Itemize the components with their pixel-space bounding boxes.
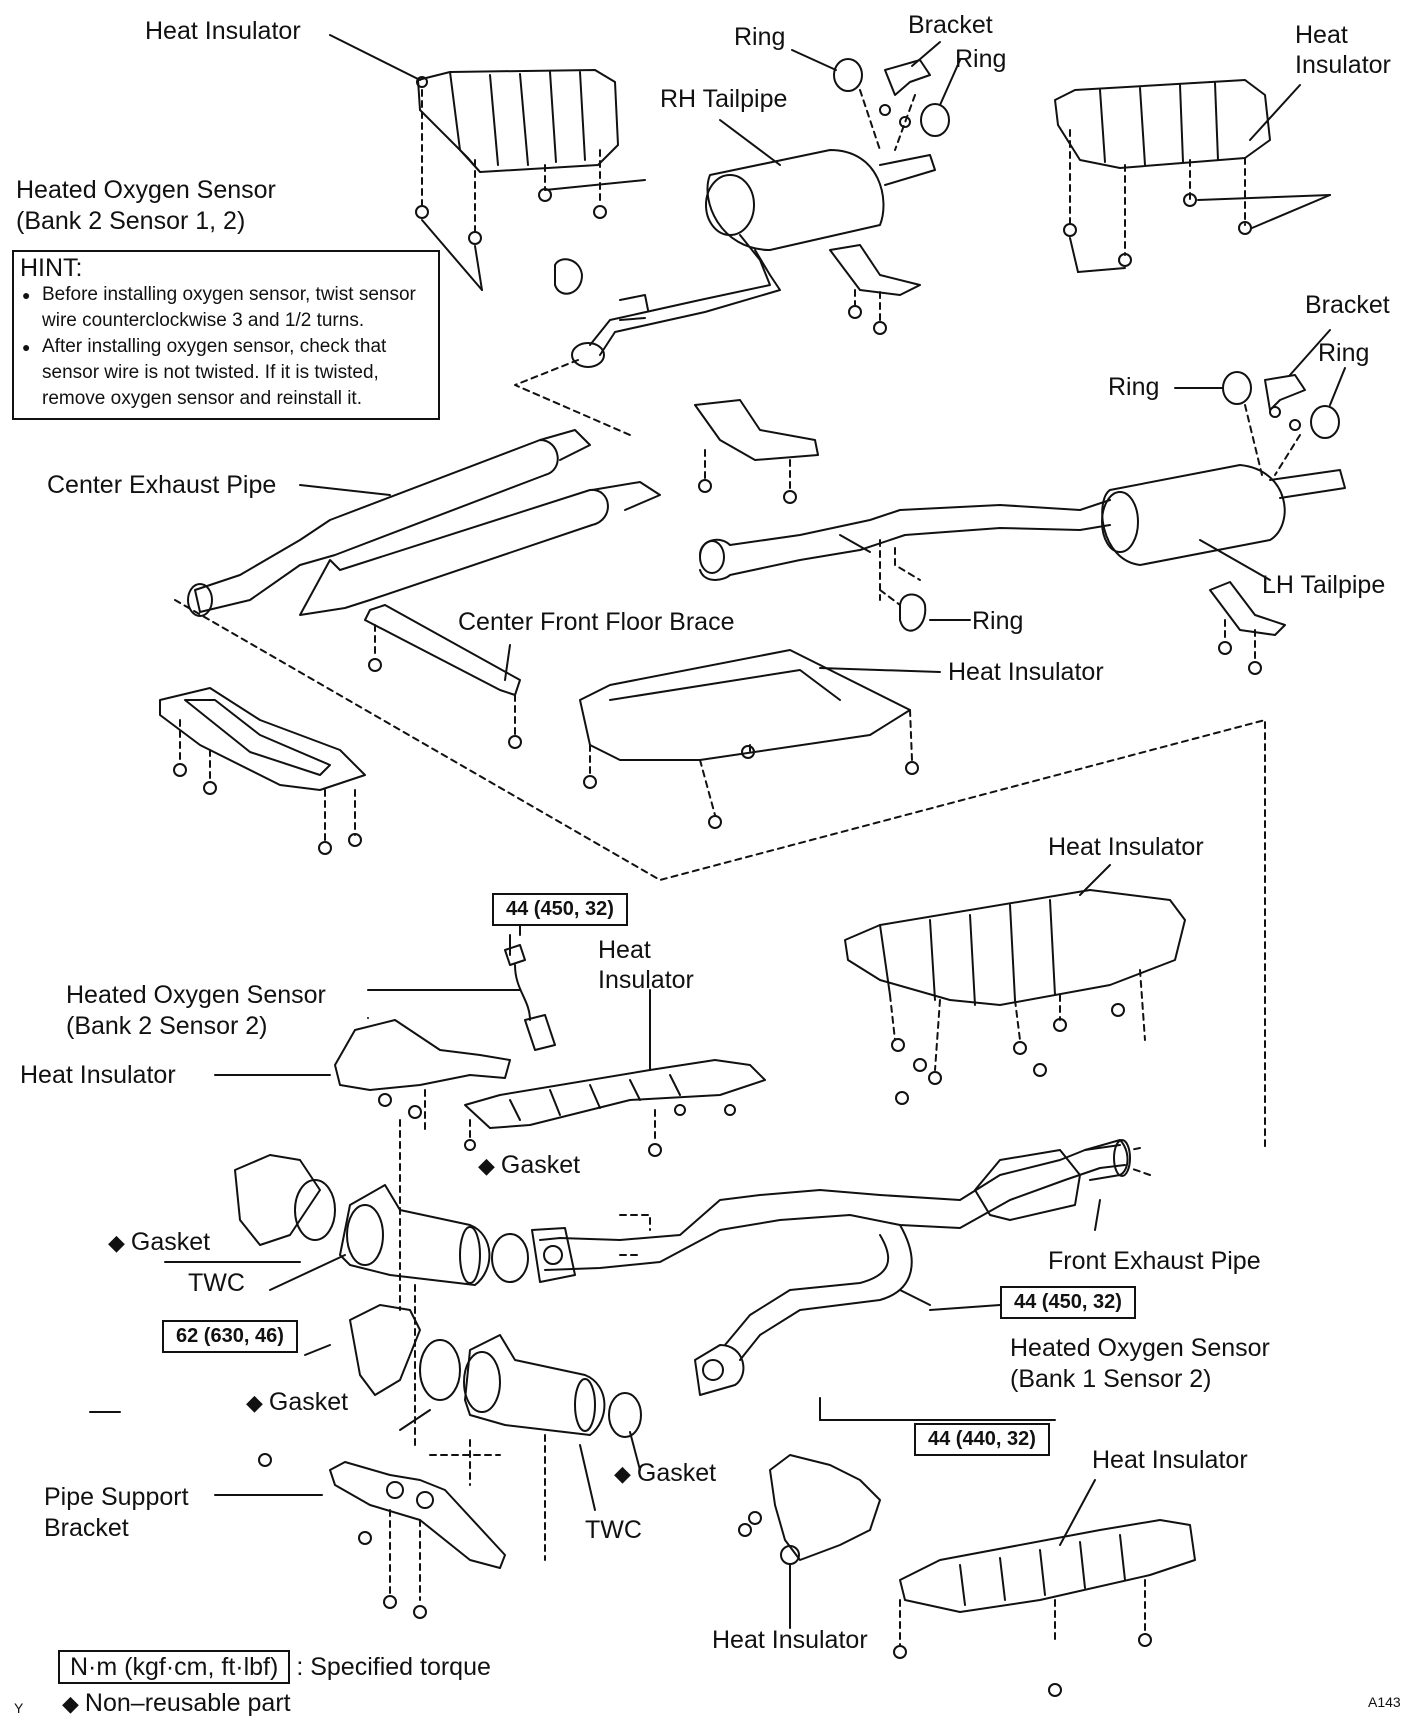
heat-insulator-bottom-part [738,1454,1196,1697]
o2-sensor-bank2-s2-part [367,899,556,1051]
label-ring-mid-left: Ring [1108,373,1160,401]
nonreusable-diamond-icon: ◆ [62,1691,79,1716]
hint-title: HINT: [20,254,83,282]
label-gasket-3: ◆Gasket [246,1387,348,1418]
heat-insulator-left-part [214,1019,511,1131]
lower-left-brace-part [159,687,366,855]
label-heat-top-right-1: Heat [1295,21,1348,49]
label-gasket-2: ◆Gasket [108,1227,210,1258]
heat-insulator-top-right-part [1054,79,1331,273]
legend-nonreusable: ◆Non–reusable part [62,1688,291,1719]
label-hos-bank2-s2-1: Heated Oxygen Sensor [66,981,326,1009]
legend-torque-unit: N·m (kgf·cm, ft·lbf) [58,1650,291,1684]
label-hos-bank2-s12-2: (Bank 2 Sensor 1, 2) [16,207,246,235]
label-pipe-support-2: Bracket [44,1514,129,1542]
label-twc-2: TWC [585,1516,642,1544]
nonreusable-diamond-icon: ◆ [246,1390,263,1415]
label-heat-insulator-right: Heat Insulator [1048,833,1204,861]
center-exhaust-pipe-part [187,429,661,617]
label-heat-1: Heat [598,936,651,964]
nonreusable-diamond-icon: ◆ [614,1461,631,1486]
gasket-text: Gasket [500,1151,581,1179]
heat-insulator-top-left-part [329,34,646,291]
label-twc-1: TWC [188,1269,245,1297]
label-center-front-floor-brace: Center Front Floor Brace [458,608,735,636]
label-ring-mid-right: Ring [1318,339,1370,367]
label-heat-insulator-bottom: Heat Insulator [712,1626,868,1654]
label-heat-insulator-bottom-right: Heat Insulator [1092,1446,1248,1474]
corner-mark-right: A143 [1368,1694,1401,1710]
label-hos-bank1-s2-1: Heated Oxygen Sensor [1010,1334,1270,1362]
heat-insulator-right-part [844,864,1186,1105]
hint-item-2: After installing oxygen sensor, check th… [20,334,432,412]
gasket-text: Gasket [130,1228,211,1256]
label-lh-tailpipe: LH Tailpipe [1262,571,1386,599]
label-heat-insulator-top-left: Heat Insulator [145,17,301,45]
label-pipe-support-1: Pipe Support [44,1483,189,1511]
label-bracket-mid: Bracket [1305,291,1390,319]
nonreusable-diamond-icon: ◆ [478,1153,495,1178]
hint-item-1: Before installing oxygen sensor, twist s… [20,282,432,334]
label-heat-insulator-mid: Heat Insulator [948,658,1104,686]
heat-insulator-center-part [464,989,766,1157]
legend-torque-desc: : Specified torque [296,1653,491,1681]
label-gasket-4: ◆Gasket [614,1458,716,1489]
corner-mark-left: Y [14,1700,24,1716]
label-ring-top-1: Ring [734,23,786,51]
gasket-text: Gasket [268,1388,349,1416]
twc-lower-part [349,1304,642,1511]
label-hos-bank2-s2-2: (Bank 2 Sensor 2) [66,1012,268,1040]
label-ring-lower: Ring [972,607,1024,635]
label-front-exhaust-pipe: Front Exhaust Pipe [1048,1247,1261,1275]
nonreusable-diamond-icon: ◆ [108,1230,125,1255]
label-heat-top-right-2: Insulator [1295,51,1391,79]
legend-nonreusable-text: Non–reusable part [84,1689,291,1717]
torque-box-3: 62 (630, 46) [162,1320,298,1353]
label-heat-insulator-left: Heat Insulator [20,1061,176,1089]
lh-tailpipe-part [694,329,1346,675]
torque-box-4: 44 (440, 32) [914,1423,1050,1456]
gasket-text: Gasket [636,1459,717,1487]
label-heat-2: Insulator [598,966,694,994]
torque-box-2: 44 (450, 32) [1000,1286,1136,1319]
center-front-floor-brace-part [364,604,522,749]
label-rh-tailpipe: RH Tailpipe [660,85,788,113]
torque-box-1: 44 (450, 32) [492,893,628,926]
pipe-support-bracket-part [214,1453,506,1619]
rh-tailpipe-part [554,41,961,368]
label-gasket-1: ◆Gasket [478,1150,580,1181]
label-center-exhaust-pipe: Center Exhaust Pipe [47,471,277,499]
legend-torque: N·m (kgf·cm, ft·lbf): Specified torque [58,1650,491,1684]
label-hos-bank1-s2-2: (Bank 1 Sensor 2) [1010,1365,1212,1393]
front-exhaust-pipe-part [531,1139,1151,1396]
heat-insulator-mid-part [579,649,941,829]
label-hos-bank2-s12-1: Heated Oxygen Sensor [16,176,276,204]
hint-box: HINT: Before installing oxygen sensor, t… [12,250,440,420]
label-ring-top-2: Ring [955,45,1007,73]
label-bracket-top: Bracket [908,11,993,39]
twc-upper-part [234,1154,529,1291]
